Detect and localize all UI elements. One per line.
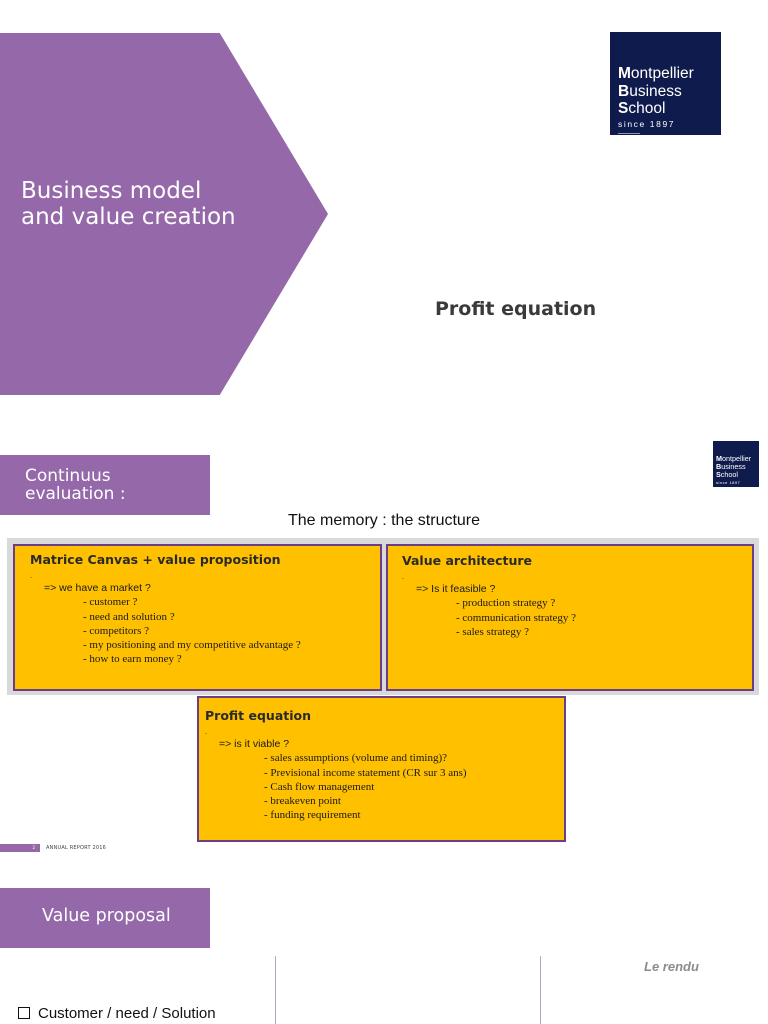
- logo-line-3: School: [618, 100, 666, 117]
- slide-subtitle: Profit equation: [435, 298, 597, 320]
- memory-heading: The memory : the structure: [287, 512, 481, 529]
- slide-title-line-2: and value creation: [21, 204, 236, 230]
- logo-line-1: Montpellier: [618, 65, 694, 82]
- logo-since: since 1897: [618, 118, 676, 129]
- footer-page-number: 2: [0, 844, 40, 852]
- section-tag-evaluation: Continuus evaluation :: [0, 455, 210, 515]
- le-rendu-label: Le rendu: [644, 959, 699, 974]
- bullet-item: Customer / need / Solution: [18, 1005, 216, 1022]
- box-question: => Is it feasible ?: [416, 583, 496, 595]
- box-title: Profit equation: [205, 708, 312, 723]
- list-item: - sales assumptions (volume and timing)?: [264, 752, 447, 765]
- list-item: - competitors ?: [83, 624, 149, 637]
- section-tag-value-proposal: Value proposal: [0, 888, 210, 948]
- box-value-architecture: Value architecture . => Is it feasible ?…: [386, 544, 754, 691]
- list-item: - my positioning and my competitive adva…: [83, 639, 301, 652]
- box-question: => we have a market ?: [44, 582, 151, 594]
- box-matrice-canvas: Matrice Canvas + value proposition . => …: [13, 544, 382, 691]
- list-item: - breakeven point: [264, 795, 341, 808]
- box-profit-equation: Profit equation . => is it viable ? - sa…: [197, 696, 566, 842]
- list-item: - Cash flow management: [264, 780, 375, 793]
- column-divider: [540, 956, 541, 1024]
- box-title: Matrice Canvas + value proposition: [30, 552, 281, 567]
- list-item: - Previsional income statement (CR sur 3…: [264, 766, 467, 779]
- logo-line-2: Business: [618, 82, 682, 100]
- tag-line-1: Continuus: [25, 466, 111, 486]
- box-dot: .: [30, 571, 32, 580]
- list-item: - how to earn money ?: [83, 653, 182, 666]
- list-item: - need and solution ?: [83, 610, 175, 623]
- list-item: - customer ?: [83, 596, 138, 609]
- column-divider: [275, 956, 276, 1024]
- checkbox-bullet-icon: [18, 1007, 30, 1019]
- box-title: Value architecture: [402, 553, 533, 568]
- box-dot: .: [402, 572, 404, 581]
- list-item: - production strategy ?: [456, 597, 556, 610]
- list-item: - communication strategy ?: [456, 611, 577, 624]
- bullet-text: Customer / need / Solution: [38, 1005, 216, 1022]
- logo-rule: [618, 132, 640, 134]
- list-item: - funding requirement: [264, 809, 361, 822]
- slide-title-line-1: Business model: [21, 178, 202, 204]
- footer-text: ANNUAL REPORT 2016: [46, 845, 107, 851]
- box-question: => is it viable ?: [219, 738, 290, 750]
- tag-line-2: evaluation :: [25, 484, 126, 504]
- slide-title: Business model and value creation: [21, 178, 281, 230]
- mbs-logo-small: Montpellier Business School since 1897: [713, 441, 759, 487]
- box-dot: .: [205, 727, 207, 736]
- list-item: - sales strategy ?: [456, 625, 529, 638]
- mbs-logo: Montpellier Business School since 1897: [610, 32, 721, 135]
